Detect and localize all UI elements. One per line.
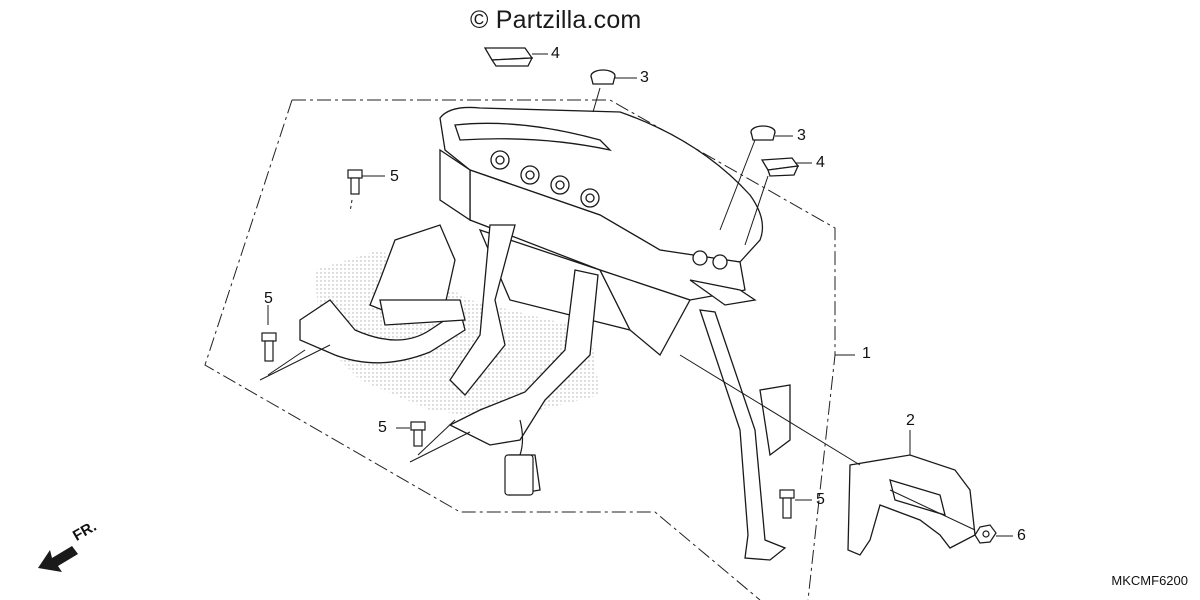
lower-stay[interactable] (448, 224, 791, 561)
leader-lines (259, 53, 1013, 537)
bolt-left[interactable] (261, 332, 277, 362)
nut[interactable] (974, 524, 997, 544)
bolt-upper-left[interactable] (347, 169, 363, 195)
diagram-code: MKCMF6200 (1111, 573, 1188, 588)
front-direction-arrow (38, 546, 78, 572)
callout-5-upper-left[interactable]: 5 (390, 168, 399, 185)
callout-6[interactable]: 6 (1017, 527, 1026, 544)
bolt-lower-right[interactable] (779, 489, 795, 519)
assembly-boundary-left (204, 99, 761, 600)
wire-connector[interactable] (504, 419, 534, 496)
callout-4-right[interactable]: 4 (816, 154, 825, 171)
side-bracket[interactable] (847, 454, 976, 556)
callout-5-lower-right[interactable]: 5 (816, 491, 825, 508)
watermark: © Partzilla.com (470, 6, 642, 34)
grommet-top-large[interactable] (483, 47, 534, 67)
grommet-right-small[interactable] (750, 125, 776, 141)
grommet-right-large[interactable] (760, 157, 800, 177)
left-bracket[interactable] (299, 224, 466, 364)
callout-3-top[interactable]: 3 (640, 69, 649, 86)
callout-5-lower-left[interactable]: 5 (378, 419, 387, 436)
callout-3-right[interactable]: 3 (797, 127, 806, 144)
callout-4-top[interactable]: 4 (551, 45, 560, 62)
bolt-lower-left[interactable] (410, 421, 426, 447)
assembly-boundary (292, 99, 836, 600)
meter-housing[interactable] (439, 106, 764, 357)
grommet-top-small[interactable] (590, 69, 616, 85)
callout-1[interactable]: 1 (862, 345, 871, 362)
callout-5-left[interactable]: 5 (264, 290, 273, 307)
callout-2[interactable]: 2 (906, 412, 915, 429)
